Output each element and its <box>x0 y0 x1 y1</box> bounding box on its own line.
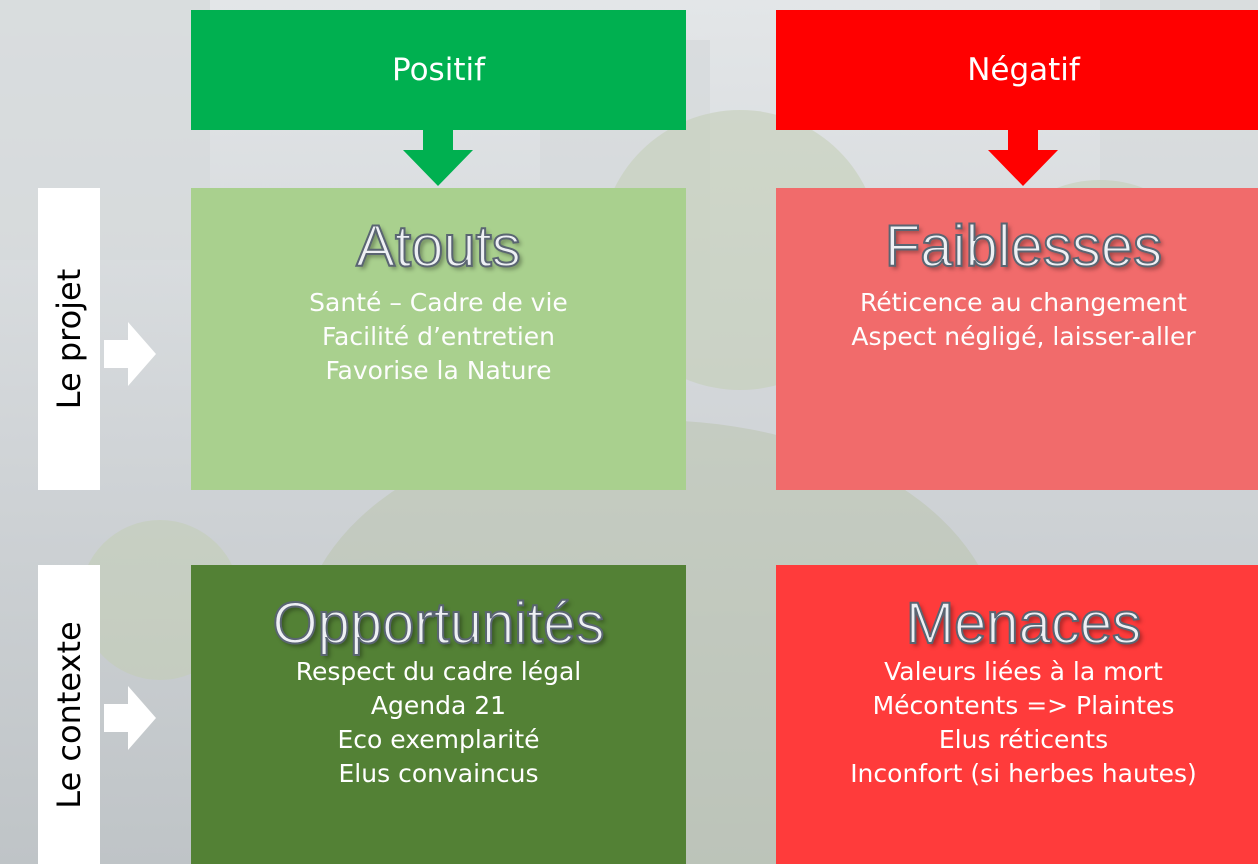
header-negative: Négatif <box>776 10 1258 130</box>
header-positive-label: Positif <box>392 52 485 88</box>
weaknesses-title: Faiblesses <box>884 214 1163 279</box>
opportunities-item: Eco exemplarité <box>337 725 540 754</box>
threats-item: Inconfort (si herbes hautes) <box>850 759 1197 788</box>
opportunities-box: Opportunités Respect du cadre légal Agen… <box>191 565 686 864</box>
row-label-context: Le contexte <box>38 565 100 864</box>
row-label-project-text: Le projet <box>50 268 88 410</box>
header-positive: Positif <box>191 10 686 130</box>
threats-item: Mécontents => Plaintes <box>872 691 1175 720</box>
strengths-title: Atouts <box>355 214 521 279</box>
row-label-context-text: Le contexte <box>50 620 88 809</box>
arrow-down-negative-icon <box>988 126 1058 186</box>
threats-item: Elus réticents <box>938 725 1109 754</box>
opportunities-item: Elus convaincus <box>338 759 539 788</box>
threats-box: Menaces Valeurs liées à la mort Méconten… <box>776 565 1258 864</box>
header-negative-label: Négatif <box>967 52 1080 88</box>
strengths-item: Favorise la Nature <box>325 356 552 385</box>
opportunities-item: Agenda 21 <box>370 691 507 720</box>
strengths-item: Santé – Cadre de vie <box>309 288 568 317</box>
arrow-right-project-icon <box>104 322 156 386</box>
arrow-right-context-icon <box>104 686 156 750</box>
arrow-down-positive-icon <box>403 126 473 186</box>
weaknesses-item: Réticence au changement <box>860 288 1187 317</box>
strengths-box: Atouts Santé – Cadre de vie Facilité d’e… <box>191 188 686 490</box>
threats-item: Valeurs liées à la mort <box>884 657 1163 686</box>
opportunities-title: Opportunités <box>271 591 605 656</box>
weaknesses-item: Aspect négligé, laisser-aller <box>851 322 1196 351</box>
opportunities-item: Respect du cadre légal <box>295 657 582 686</box>
strengths-item: Facilité d’entretien <box>321 322 556 351</box>
weaknesses-box: Faiblesses Réticence au changement Aspec… <box>776 188 1258 490</box>
threats-title: Menaces <box>905 591 1142 656</box>
row-label-project: Le projet <box>38 188 100 490</box>
